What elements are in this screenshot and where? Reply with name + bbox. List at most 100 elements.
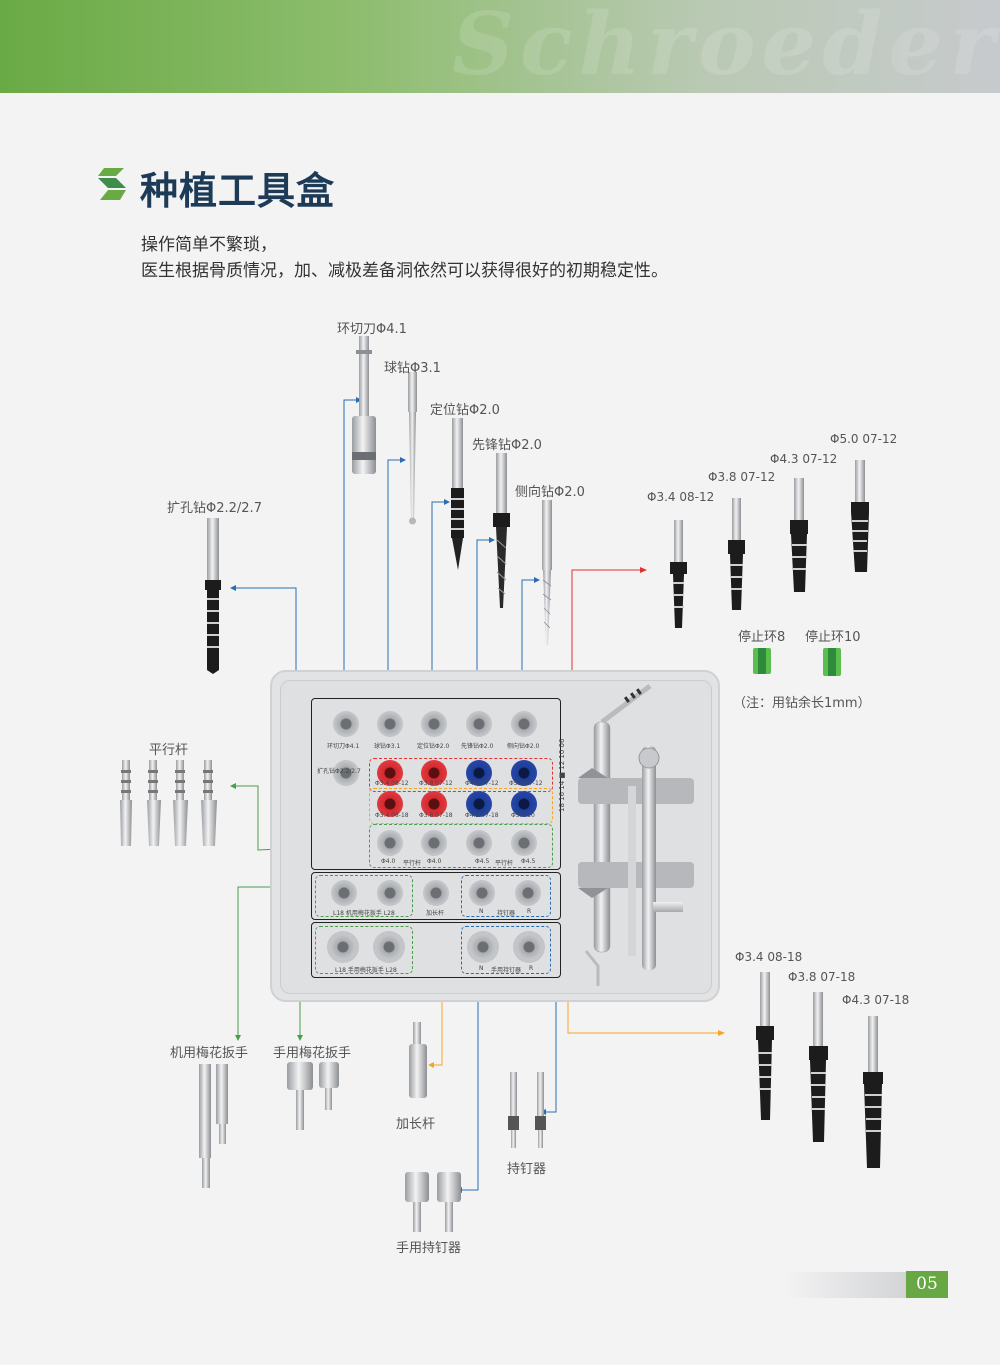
label-hand-wrench: 手用梅花扳手	[273, 1046, 352, 1061]
slot-drill-34-18	[377, 791, 403, 817]
drill-group-red	[369, 758, 553, 792]
slot-label: Φ4.5	[521, 858, 536, 865]
driver-panel	[311, 922, 561, 978]
drill-panel	[311, 698, 561, 870]
header-band: Schroeder	[0, 0, 1000, 95]
hand-driver-group	[461, 926, 551, 974]
slot-trephine	[333, 711, 359, 737]
slot-label: 先锋钻Φ2.0	[461, 743, 494, 750]
label-hand-driver: 手用持钉器	[396, 1241, 462, 1256]
slot-drill-43-18	[466, 791, 492, 817]
slot-label: Φ3.4 08-18	[375, 812, 409, 819]
stop-ring-note: （注：用钻余长1mm）	[733, 696, 871, 711]
pin-group-green	[369, 824, 553, 868]
slot-label: Φ5.0 10	[511, 812, 535, 819]
label-extension: 加长杆	[396, 1117, 436, 1132]
label-lead-drill: 先锋钻Φ2.0	[472, 438, 542, 453]
label-stop-ring-10: 停止环10	[805, 630, 861, 645]
slot-label: 扩孔钻Φ2.2/2.7	[317, 768, 361, 775]
page-number: 05	[906, 1271, 948, 1298]
slot-label: 球钻Φ3.1	[374, 743, 401, 750]
label-side-drill: 侧向钻Φ2.0	[515, 485, 585, 500]
slot-hand-driver-r	[513, 931, 545, 963]
slot-label: L18 手用梅花扳手 L28	[335, 967, 397, 974]
label-drill-top: Φ3.8 07-12	[708, 470, 776, 484]
label-drill-top: Φ5.0 07-12	[830, 432, 898, 446]
slot-label: 平行杆	[495, 860, 514, 867]
implant-toolbox-tray: 环切刀Φ4.1 球钻Φ3.1 定位钻Φ2.0 先锋钻Φ2.0 侧向钻Φ2.0 扩…	[270, 670, 720, 1002]
hand-wrench-group	[315, 926, 413, 974]
slot-label: R	[529, 965, 534, 972]
slot-label: 持钉器	[497, 910, 516, 917]
slot-label: Φ4.3 07-18	[465, 812, 499, 819]
slot-pin-40	[377, 830, 403, 856]
slot-drill-38-12	[421, 760, 447, 786]
intro-line-1: 操作简单不繁琐，	[141, 235, 277, 255]
page-title: 种植工具盒	[140, 169, 336, 213]
label-trephine: 环切刀Φ4.1	[337, 322, 407, 337]
label-drill-top: Φ3.4 08-12	[647, 490, 715, 504]
slot-reamer	[333, 760, 359, 786]
slot-label: 定位钻Φ2.0	[417, 743, 450, 750]
drill-group-orange	[369, 788, 553, 824]
slot-label: L18 机用梅花扳手 L28	[333, 910, 395, 917]
torque-wrench-illustration	[578, 684, 694, 986]
label-drill-top: Φ4.3 07-12	[770, 452, 838, 466]
slot-label: Φ4.3 07-12	[465, 780, 499, 787]
slot-extension	[423, 880, 449, 906]
slot-label: Φ4.0	[381, 858, 396, 865]
slot-driver-n	[469, 880, 495, 906]
slot-machine-wrench-l28	[377, 880, 403, 906]
label-drill-bottom: Φ3.8 07-18	[788, 970, 856, 984]
slot-drill-34-12	[377, 760, 403, 786]
driver-group	[461, 875, 551, 917]
label-pilot-drill: 定位钻Φ2.0	[430, 403, 500, 418]
label-stop-ring-8: 停止环8	[738, 630, 786, 645]
slot-machine-wrench-l18	[331, 880, 357, 906]
slot-ball-drill	[377, 711, 403, 737]
slot-label: 手用持钉器	[491, 967, 522, 974]
slot-drill-50-10	[511, 791, 537, 817]
slot-label: Φ3.8 07-18	[419, 812, 453, 819]
slot-label: N	[479, 965, 484, 972]
wrench-panel	[311, 872, 561, 920]
slot-label: R	[527, 908, 532, 915]
slot-label: 环切刀Φ4.1	[327, 743, 360, 750]
slot-label: Φ4.0	[427, 858, 442, 865]
slot-label: Φ3.4 08-12	[375, 780, 409, 787]
label-reamer: 扩孔钻Φ2.2/2.7	[167, 501, 262, 516]
slot-drill-38-18	[421, 791, 447, 817]
label-driver: 持钉器	[507, 1162, 547, 1177]
machine-wrench-group	[315, 875, 413, 917]
label-drill-bottom: Φ3.4 08-18	[735, 950, 803, 964]
label-drill-bottom: Φ4.3 07-18	[842, 993, 910, 1007]
slot-label: 加长杆	[426, 910, 445, 917]
label-parallel-pin: 平行杆	[149, 743, 189, 758]
slot-label: 侧向钻Φ2.0	[507, 743, 540, 750]
label-ball-drill: 球钻Φ3.1	[384, 361, 441, 376]
slot-label: Φ5.0 07-12	[509, 780, 543, 787]
trephine-illustration	[352, 336, 376, 474]
slot-drill-43-12	[466, 760, 492, 786]
slot-drill-50-12	[511, 760, 537, 786]
slot-pin-40b	[421, 830, 447, 856]
slot-side-drill	[511, 711, 537, 737]
slot-pin-45b	[511, 830, 537, 856]
logo-icon	[98, 168, 126, 200]
slot-driver-r	[515, 880, 541, 906]
wrench-scale-label: 18 16 14 ■ 12 10 06	[558, 738, 566, 812]
slot-hand-wrench-l28	[373, 931, 405, 963]
slot-label: 平行杆	[403, 860, 422, 867]
slot-hand-wrench-l18	[327, 931, 359, 963]
slot-label: N	[479, 908, 484, 915]
slot-label: Φ4.5	[475, 858, 490, 865]
slot-hand-driver-n	[467, 931, 499, 963]
intro-line-2: 医生根据骨质情况，加、减极差备洞依然可以获得很好的初期稳定性。	[141, 261, 668, 281]
slot-label: Φ3.8 07-12	[419, 780, 453, 787]
page-number-bar	[786, 1272, 906, 1298]
slot-lead-drill	[466, 711, 492, 737]
slot-pilot-drill	[421, 711, 447, 737]
tray-inner: 环切刀Φ4.1 球钻Φ3.1 定位钻Φ2.0 先锋钻Φ2.0 侧向钻Φ2.0 扩…	[280, 680, 712, 994]
slot-pin-45	[466, 830, 492, 856]
label-machine-wrench: 机用梅花扳手	[170, 1046, 249, 1061]
